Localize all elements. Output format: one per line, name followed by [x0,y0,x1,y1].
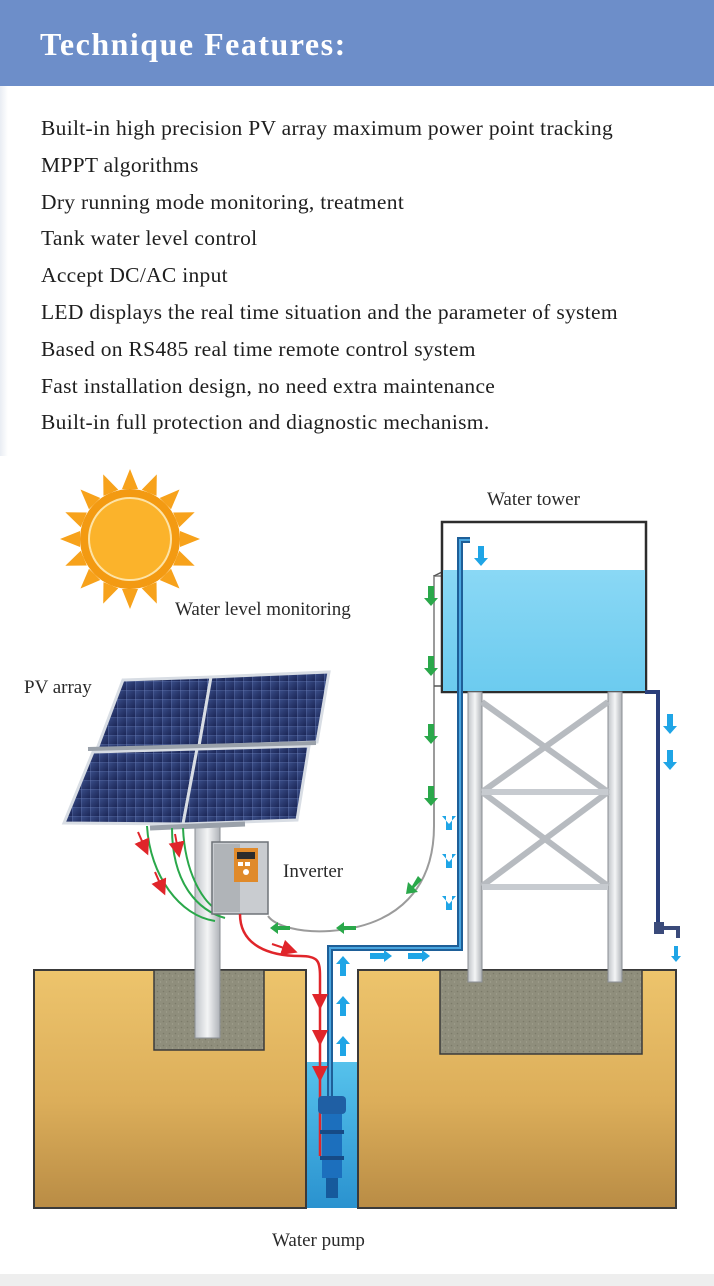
feature-item: Fast installation design, no need extra … [41,373,496,398]
solar-pump-system-diagram: Water tower Water level monitoring PV ar… [24,469,681,1251]
side-shade [0,86,8,456]
outlet-pipe [645,690,660,926]
power-flow-arrows [134,831,328,1082]
page-title: Technique Features: [40,26,347,62]
signal-flow-arrows [270,586,438,934]
feature-item: LED displays the real time situation and… [41,299,618,324]
sun-icon [60,469,200,609]
pump-icon [318,1096,346,1198]
inverter-label: Inverter [283,861,344,882]
feature-item: Built-in high precision PV array maximum… [41,116,614,140]
feature-list: Built-in high precision PV array maximum… [41,113,713,444]
power-cable [238,913,322,1156]
water-pipe-highlight [329,539,470,1096]
water-pump-label: Water pump [272,1230,365,1251]
feature-item: MPPT algorithms [41,152,199,177]
feature-item: Dry running mode monitoring, treatment [41,189,405,214]
ground [33,969,677,1209]
feature-item: Based on RS485 real time remote control … [41,336,476,361]
bottom-strip [0,1274,714,1286]
feature-item: Tank water level control [41,226,258,251]
header-banner: Technique Features: [0,0,714,86]
inverter-icon [211,841,269,915]
water-tower-icon [440,520,648,983]
water-tower-label: Water tower [487,489,581,510]
faucet-icon [654,922,680,938]
feature-item: Built-in full protection and diagnostic … [41,410,490,435]
feature-item: Accept DC/AC input [41,263,228,288]
pv-array-label: PV array [24,677,92,698]
water-level-monitoring-label: Water level monitoring [175,599,351,620]
water-flow-arrows [336,546,681,1056]
solar-panel-icon [61,670,331,831]
